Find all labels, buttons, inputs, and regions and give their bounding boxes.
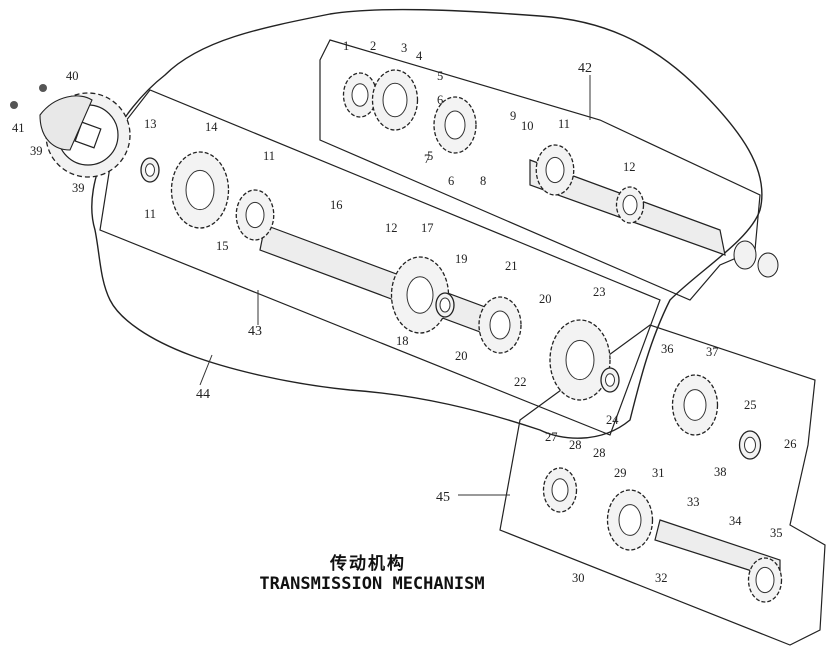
main-shaft [259,159,781,581]
part-number-label: 20 [539,292,552,306]
gear-part [140,157,160,183]
part-number-label: 9 [510,109,516,123]
part-number-label: 6 [448,174,454,188]
part-number-label: 14 [205,120,218,134]
part-number-label: 32 [655,571,668,585]
gear-part [606,489,654,551]
group-44-outline [91,8,763,439]
title-english: TRANSMISSION MECHANISM [259,574,485,594]
gear-part [170,151,230,229]
group-42-box [319,39,761,301]
part-number-label: 41 [12,121,25,135]
part-number-label: 12 [623,160,636,174]
part-number-label: 15 [216,239,229,253]
gear-part [738,430,762,460]
part-number-label: 5 [437,69,443,83]
part-number-label: 6 [437,93,443,107]
part-number-label: 35 [770,526,783,540]
part-number-label: 33 [687,495,700,509]
group-label-44: 44 [196,387,210,402]
part-number-label: 4 [416,49,423,63]
gear-part [549,319,611,401]
nut-and-washer [733,240,779,278]
part-number-label: 38 [714,465,727,479]
gear-part [433,96,477,154]
part-number-label: 16 [330,198,343,212]
part-number-label: 27 [545,430,558,444]
part-number-label: 11 [144,207,156,221]
part-number-label: 39 [72,181,85,195]
part-number-label: 34 [729,514,742,528]
part-number-label: 13 [144,117,157,131]
part-number-label: 40 [66,69,79,83]
gear-part [671,374,719,436]
part-number-label: 29 [614,466,627,480]
part-number-label: 36 [661,342,674,356]
part-number-label: 12 [385,221,398,235]
part-number-label: 2 [370,39,376,53]
part-number-label: 21 [505,259,518,273]
title-chinese: 传动机构 [330,554,406,574]
gear-part [342,72,378,118]
part-number-label: 39 [30,144,43,158]
part-number-label: 20 [455,349,468,363]
gear-part [600,367,620,393]
part-number-label: 24 [606,413,619,427]
part-number-label: 7 [424,152,430,166]
gear-part [542,467,578,513]
group-43-box [99,89,661,436]
part-number-label: 19 [455,252,468,266]
gear-part [235,189,275,241]
part-number-label: 10 [521,119,534,133]
group-45-box [499,324,826,646]
group-label-43: 43 [248,324,262,339]
gear-part [535,144,575,196]
part-number-label: 22 [514,375,527,389]
part-number-label: 8 [480,174,486,188]
gear-part [747,557,783,603]
part-number-label: 37 [706,345,719,359]
part-number-label: 30 [572,571,585,585]
part-number-label: 28 [593,446,606,460]
part-number-label: 5 [427,149,433,163]
part-number-label: 23 [593,285,606,299]
group-label-45: 45 [436,490,450,505]
gear-part [435,292,455,318]
part-number-label: 18 [396,334,409,348]
part-number-label: 25 [744,398,757,412]
part-number-label: 11 [558,117,570,131]
part-number-label: 17 [421,221,434,235]
part-number-label: 3 [401,41,407,55]
drive-sprocket [10,84,131,178]
gear-part [371,69,419,131]
part-number-label: 28 [569,438,582,452]
part-number-label: 26 [784,437,797,451]
group-label-42: 42 [578,61,592,76]
gear-part [615,186,645,224]
part-number-label: 1 [343,39,349,53]
leader-lines [199,75,591,496]
part-number-label: 31 [652,466,665,480]
part-number-label: 11 [263,149,275,163]
gear-part [478,296,522,354]
